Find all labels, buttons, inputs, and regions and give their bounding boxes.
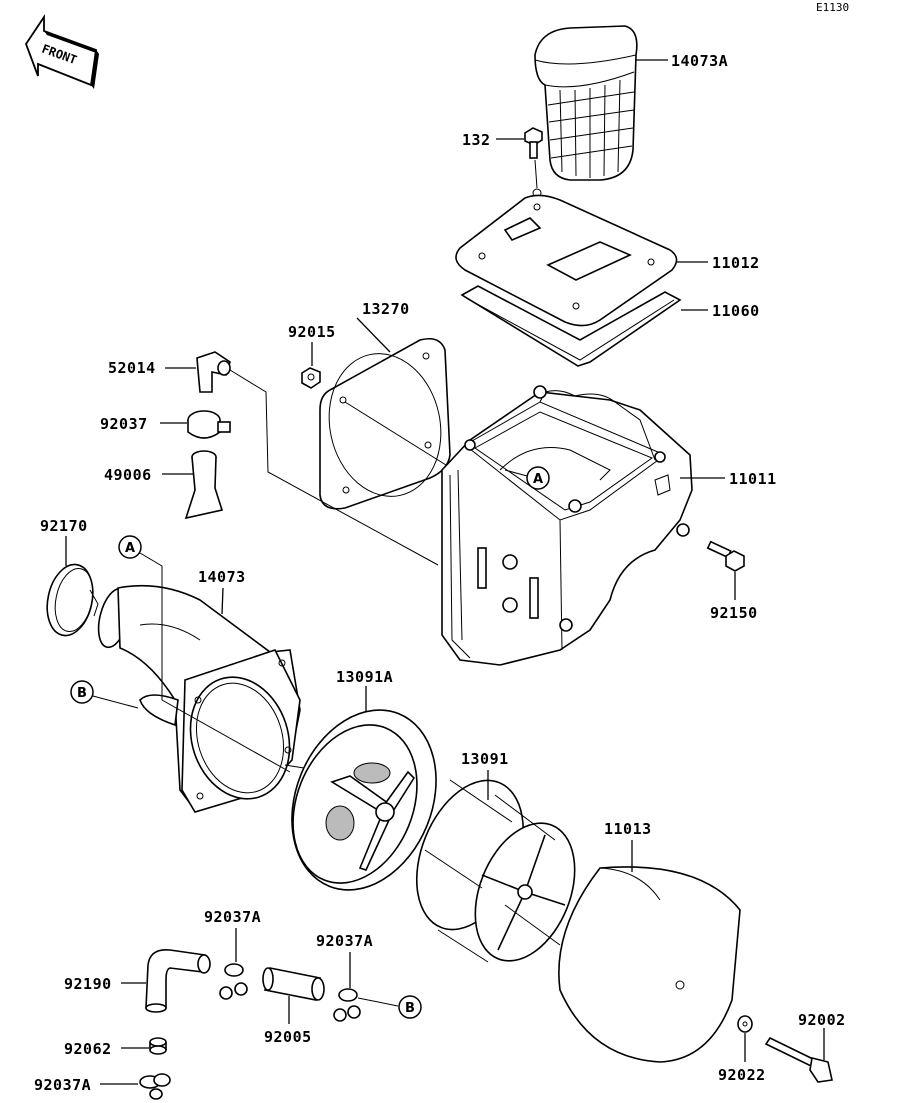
callout-a-duct: A — [125, 541, 135, 556]
part-label-11060: 11060 — [712, 302, 760, 320]
clip-92037A-3 — [139, 1073, 171, 1100]
filter-backing-plate — [284, 709, 437, 891]
filter-cage — [415, 779, 576, 963]
part-label-92062: 92062 — [64, 1040, 112, 1058]
inlet-duct — [97, 584, 301, 813]
part-label-92037A-1: 92037A — [204, 908, 261, 926]
part-label-92015: 92015 — [288, 323, 336, 341]
clip-92037A-2 — [333, 988, 361, 1022]
air-box-case — [441, 385, 693, 666]
part-label-11013: 11013 — [604, 820, 652, 838]
callout-a-case: A — [533, 472, 543, 487]
part-label-92005: 92005 — [264, 1028, 312, 1046]
part-label-14073A: 14073A — [671, 52, 728, 70]
part-label-92190: 92190 — [64, 975, 112, 993]
round-gasket-plate — [319, 337, 451, 510]
top-screen-filter — [534, 25, 638, 181]
callout-b-bottom: B — [405, 1001, 415, 1016]
part-label-92150: 92150 — [710, 604, 758, 622]
nut-92015 — [301, 367, 321, 389]
long-bolt-92002 — [764, 1036, 833, 1083]
elbow-fitting — [196, 351, 231, 393]
part-label-13270: 13270 — [362, 300, 410, 318]
part-label-92002: 92002 — [798, 1011, 846, 1029]
bolt-92150 — [706, 540, 745, 572]
part-label-92037A-2: 92037A — [316, 932, 373, 950]
pipe-92005 — [262, 967, 325, 1001]
callout-a-circle-duct — [118, 535, 142, 559]
part-label-132: 132 — [462, 131, 491, 149]
part-label-92170: 92170 — [40, 517, 88, 535]
callout-a-circle-case — [526, 466, 550, 490]
part-label-14073: 14073 — [198, 568, 246, 586]
callout-b-circle-duct — [70, 680, 94, 704]
clamp-band-92170 — [46, 563, 99, 637]
reference-code: E1130 — [816, 1, 849, 14]
part-label-92022: 92022 — [718, 1066, 766, 1084]
foam-filter — [558, 866, 741, 1063]
part-label-13091A: 13091A — [336, 668, 393, 686]
part-label-13091: 13091 — [461, 750, 509, 768]
clip-92037A-1 — [219, 963, 248, 1000]
hose-elbow-92190 — [145, 948, 211, 1013]
part-label-11011: 11011 — [729, 470, 777, 488]
part-label-92037A-3: 92037A — [34, 1076, 91, 1094]
cover-plate — [455, 194, 678, 327]
part-label-52014: 52014 — [108, 359, 156, 377]
part-label-49006: 49006 — [104, 466, 152, 484]
part-label-92037: 92037 — [100, 415, 148, 433]
drain-funnel — [184, 450, 224, 520]
hose-clamp-92037 — [187, 410, 231, 439]
front-arrow-icon: FRONT — [24, 14, 99, 89]
gasket — [460, 285, 682, 367]
washer-92022 — [737, 1015, 753, 1033]
bolt-132 — [524, 127, 543, 159]
part-label-11012: 11012 — [712, 254, 760, 272]
callout-b-duct: B — [77, 686, 87, 701]
cap-92062 — [149, 1037, 167, 1055]
callout-b-circle-bottom — [398, 995, 422, 1019]
